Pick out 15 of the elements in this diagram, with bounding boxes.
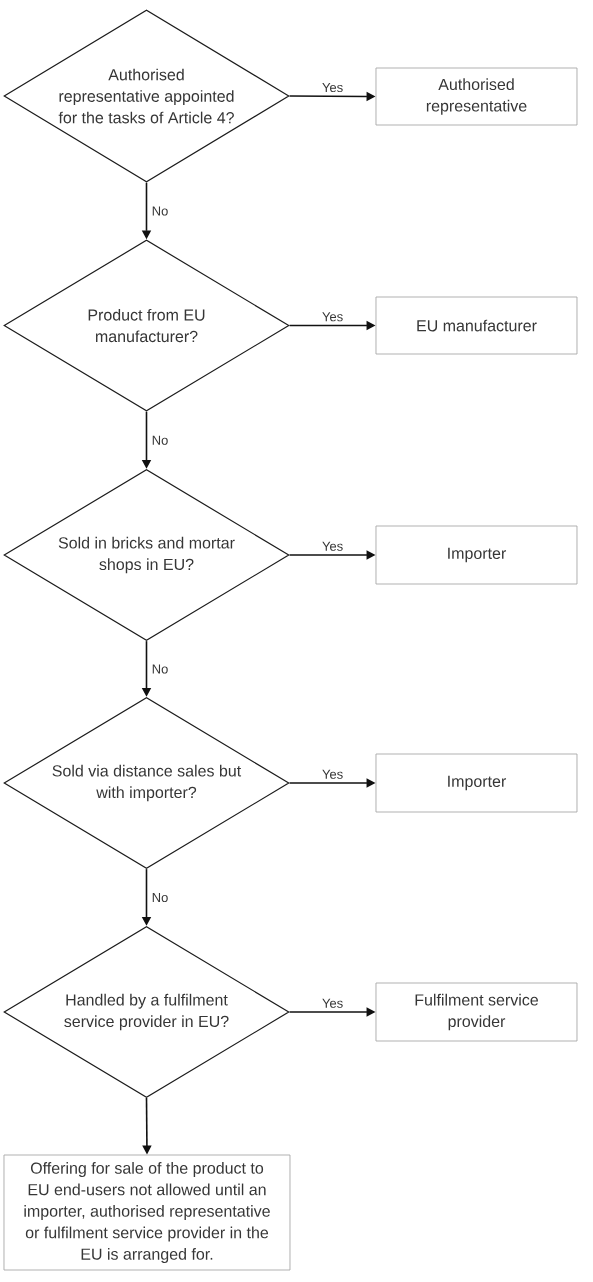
edge-label: No (150, 663, 170, 675)
outcome-box: Authorised representative (375, 67, 578, 126)
outcome-box: Importer (375, 753, 578, 813)
edge-label: Yes (320, 997, 345, 1009)
outcome-box: Importer (375, 525, 578, 585)
outcome-box: EU manufacturer (375, 296, 578, 355)
edge-label: Yes (320, 311, 345, 323)
edge-label: No (150, 434, 170, 446)
edge-label: Yes (320, 540, 345, 552)
edge-label: No (150, 205, 170, 217)
edge-label: Yes (320, 82, 345, 94)
outcome-box: Offering for sale of the product to EU end-users not allowed until an importer, authorised representative or fulfilment service provider in the EU is arranged for. (3, 1154, 291, 1271)
edge-label: Yes (320, 768, 345, 780)
outcome-box: Fulfilment service provider (375, 982, 578, 1042)
edge-label: No (150, 891, 170, 904)
